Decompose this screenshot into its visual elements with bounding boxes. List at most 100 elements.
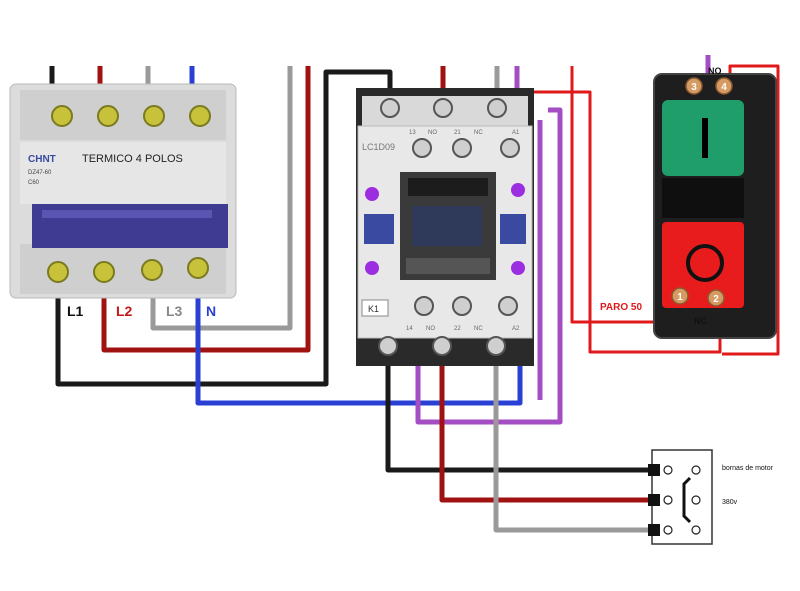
wire-neutral-to-a2 bbox=[195, 290, 523, 406]
wire-motor-u bbox=[385, 340, 648, 473]
motor-block-frame bbox=[651, 449, 713, 545]
contactor-model: LC1D09 bbox=[362, 142, 395, 152]
breaker-brand: CHNT bbox=[28, 154, 56, 165]
terminal-label: 22 bbox=[454, 326, 461, 332]
terminal-4-icon[interactable] bbox=[715, 77, 733, 95]
screw-icon bbox=[663, 465, 673, 475]
pushbutton-terminal-numbers: 3 4 1 2 bbox=[677, 82, 727, 305]
screw-icon[interactable] bbox=[500, 138, 520, 158]
contactor-tag: K1 bbox=[368, 304, 379, 314]
terminal-label: NC bbox=[474, 130, 483, 136]
terminal-2-icon[interactable] bbox=[707, 289, 725, 307]
pushbutton-nc-label: NC bbox=[694, 316, 707, 326]
contactor-side-left bbox=[364, 214, 394, 244]
contactor-bottom-labels: 14 NO 22 NC A2 bbox=[406, 326, 520, 332]
wire-pushbutton-return bbox=[722, 64, 780, 356]
terminal-number: 1 bbox=[677, 292, 683, 303]
motor-bridge-link bbox=[682, 476, 692, 524]
breaker: CHNT TERMICO 4 POLOS DZ47-60 C60 bbox=[9, 83, 237, 299]
screw-icon[interactable] bbox=[189, 105, 211, 127]
wire-motor-w bbox=[493, 340, 648, 533]
screw-icon[interactable] bbox=[452, 296, 472, 316]
marker-icon bbox=[511, 261, 525, 275]
breaker-rating: C60 bbox=[28, 180, 40, 186]
breaker-terminal-labels: L1 L2 L3 N bbox=[67, 303, 216, 319]
screw-icon[interactable] bbox=[187, 257, 209, 279]
breaker-model: DZ47-60 bbox=[28, 170, 52, 176]
screw-icon[interactable] bbox=[380, 98, 400, 118]
screw-icon[interactable] bbox=[432, 336, 452, 356]
motor-label: bornas de motor bbox=[722, 465, 774, 472]
screw-icon[interactable] bbox=[452, 138, 472, 158]
screw-icon[interactable] bbox=[486, 336, 506, 356]
terminal-label: NO bbox=[426, 326, 435, 332]
screw-icon[interactable] bbox=[93, 261, 115, 283]
screw-icon[interactable] bbox=[51, 105, 73, 127]
contactor-bottom-screws bbox=[378, 296, 518, 356]
marker-icon bbox=[511, 183, 525, 197]
motor-terminals bbox=[648, 464, 660, 536]
terminal-label: NO bbox=[428, 130, 437, 136]
contactor-markers bbox=[365, 183, 525, 275]
screw-icon bbox=[691, 465, 701, 475]
pushbutton-station: 3 4 1 2 NO NC PARO 50 bbox=[600, 66, 777, 339]
motor-terminal-w[interactable] bbox=[648, 524, 660, 536]
stop-button[interactable] bbox=[662, 222, 744, 308]
screw-icon[interactable] bbox=[141, 259, 163, 281]
motor-terminal-screws bbox=[663, 465, 701, 535]
motor-terminal-v[interactable] bbox=[648, 494, 660, 506]
screw-icon[interactable] bbox=[412, 138, 432, 158]
screw-icon[interactable] bbox=[498, 296, 518, 316]
wire-control-14 bbox=[415, 107, 563, 425]
breaker-handle-highlight bbox=[42, 210, 212, 218]
terminal-label-n: N bbox=[206, 303, 216, 319]
screw-icon[interactable] bbox=[414, 296, 434, 316]
terminal-label-l3: L3 bbox=[166, 303, 183, 319]
motor-voltage: 380v bbox=[722, 499, 738, 506]
terminal-label: 14 bbox=[406, 326, 413, 332]
terminal-label: 13 bbox=[409, 130, 416, 136]
marker-icon bbox=[365, 187, 379, 201]
wire-l2-feed bbox=[101, 66, 311, 353]
terminal-3-icon[interactable] bbox=[685, 77, 703, 95]
breaker-screws bbox=[47, 105, 211, 283]
breaker-label-area bbox=[20, 142, 226, 204]
contactor-armature bbox=[412, 206, 482, 246]
terminal-1-icon[interactable] bbox=[671, 287, 689, 305]
pushbutton-divider bbox=[662, 178, 744, 218]
pushbutton-terminals bbox=[671, 77, 733, 307]
terminal-label: A2 bbox=[512, 326, 520, 332]
stop-symbol-icon bbox=[686, 244, 724, 282]
screw-icon[interactable] bbox=[433, 98, 453, 118]
terminal-label: 21 bbox=[454, 130, 461, 136]
breaker-label: TERMICO 4 POLOS bbox=[82, 153, 183, 165]
marker-icon bbox=[365, 261, 379, 275]
stop-label: PARO 50 bbox=[600, 302, 642, 313]
terminal-number: 2 bbox=[713, 294, 719, 305]
motor-terminal-u[interactable] bbox=[648, 464, 660, 476]
screw-icon bbox=[691, 495, 701, 505]
screw-icon bbox=[663, 525, 673, 535]
terminal-label: NC bbox=[474, 326, 483, 332]
contactor-top-screws bbox=[380, 98, 520, 158]
screw-icon bbox=[691, 525, 701, 535]
contactor: LC1D09 K1 13 NO 21 NC A1 bbox=[356, 88, 534, 366]
terminal-label-l1: L1 bbox=[67, 303, 84, 319]
contactor-slot bbox=[408, 178, 488, 196]
screw-icon bbox=[663, 495, 673, 505]
terminal-number: 4 bbox=[721, 82, 727, 93]
screw-icon[interactable] bbox=[47, 261, 69, 283]
contactor-tag-box bbox=[361, 299, 389, 317]
start-symbol-icon bbox=[702, 118, 708, 158]
screw-icon[interactable] bbox=[378, 336, 398, 356]
contactor-top-labels: 13 NO 21 NC A1 bbox=[409, 130, 520, 136]
screw-icon[interactable] bbox=[97, 105, 119, 127]
screw-icon[interactable] bbox=[487, 98, 507, 118]
terminal-label: A1 bbox=[512, 130, 520, 136]
contactor-side-right bbox=[500, 214, 526, 244]
contactor-base bbox=[406, 258, 490, 274]
screw-icon[interactable] bbox=[143, 105, 165, 127]
pushbutton-no-label: NO bbox=[708, 66, 722, 76]
